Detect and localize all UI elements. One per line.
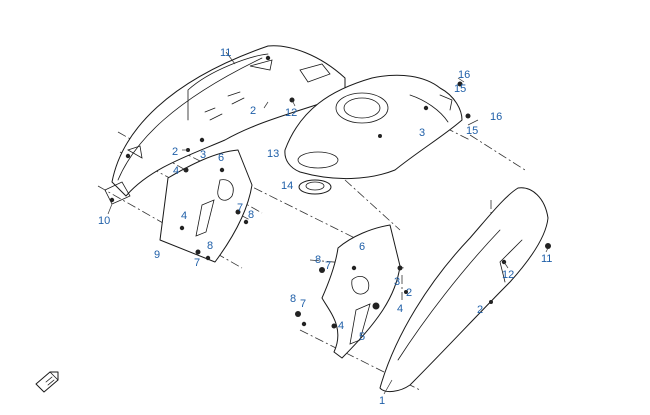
part-label-8-left-a: 8 xyxy=(248,209,254,221)
part-label-5: 5 xyxy=(359,331,365,343)
part-label-15-right: 15 xyxy=(466,125,478,137)
part-label-8-left-b: 8 xyxy=(207,240,213,252)
part-label-7-right-a: 7 xyxy=(325,260,331,272)
part-label-8-right-b: 8 xyxy=(290,293,296,305)
front-direction-arrow-icon xyxy=(35,371,59,393)
part-label-2-right-b: 2 xyxy=(477,304,483,316)
part-label-4-right-b: 4 xyxy=(338,320,344,332)
part-label-15-top: 15 xyxy=(454,83,466,95)
part-label-4-right-a: 4 xyxy=(397,303,403,315)
part-label-6-left: 6 xyxy=(218,152,224,164)
right-inner-panel xyxy=(321,224,401,359)
part-label-4-upper: 4 xyxy=(173,165,179,177)
part-label-2-top: 2 xyxy=(250,105,256,117)
part-label-2-right-a: 2 xyxy=(406,287,412,299)
part-label-16-right: 16 xyxy=(490,111,502,123)
rear-body-cover xyxy=(379,187,549,393)
part-label-7-left-a: 7 xyxy=(237,202,243,214)
part-label-12-top: 12 xyxy=(285,107,297,119)
part-number-labels: 11 2 12 16 15 16 15 3 13 2 3 4 6 14 10 7… xyxy=(98,47,552,407)
part-label-3-left: 3 xyxy=(200,149,206,161)
filler-cap-ring xyxy=(298,179,332,195)
left-inner-panel xyxy=(159,149,253,263)
part-label-4-lower: 4 xyxy=(181,210,187,222)
part-label-11-right: 11 xyxy=(541,253,552,265)
part-label-6-right: 6 xyxy=(359,241,365,253)
part-label-7-right-b: 7 xyxy=(300,298,306,310)
part-label-12-right: 12 xyxy=(502,269,514,281)
part-label-13: 13 xyxy=(267,148,279,160)
label-leader-lines xyxy=(107,51,549,395)
part-label-8-right-a: 8 xyxy=(315,254,321,266)
part-label-3-right: 3 xyxy=(394,276,400,288)
part-label-7-left-b: 7 xyxy=(194,257,200,269)
part-label-14: 14 xyxy=(281,180,293,192)
part-label-1: 1 xyxy=(379,395,385,407)
part-label-2-left: 2 xyxy=(172,146,178,158)
part-label-16-top: 16 xyxy=(458,69,470,81)
fuel-tank-cover xyxy=(284,74,463,179)
part-label-3-tank: 3 xyxy=(419,127,425,139)
front-upper-cowl xyxy=(104,45,346,205)
part-label-9: 9 xyxy=(154,249,160,261)
part-label-11-top: 11 xyxy=(220,47,231,59)
part-label-10: 10 xyxy=(98,215,110,227)
